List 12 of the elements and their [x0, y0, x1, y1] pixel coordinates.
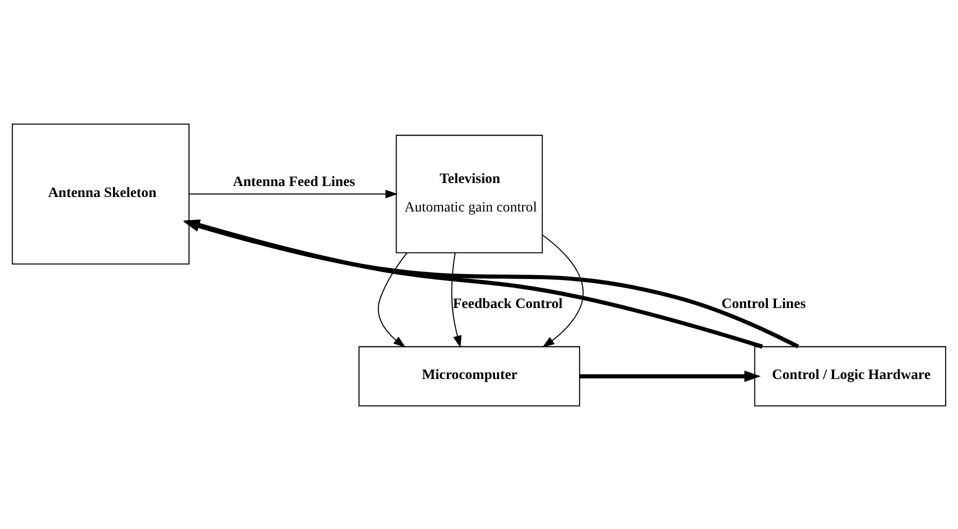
arrow: [378, 252, 408, 348]
node-box: Control / Logic Hardware: [754, 346, 946, 406]
arrow: [580, 370, 761, 382]
node-box: Microcomputer: [358, 346, 580, 406]
node-box: Antenna Skeleton: [12, 123, 190, 264]
node-box: Television Automatic gain control: [396, 134, 543, 253]
arrow: [189, 189, 398, 198]
edge-label: Antenna Feed Lines: [232, 174, 356, 190]
edge-label: Feedback Control: [452, 296, 563, 312]
edge-label: Control Lines: [722, 296, 806, 312]
arrow: [542, 234, 584, 348]
arrow: [451, 252, 462, 348]
